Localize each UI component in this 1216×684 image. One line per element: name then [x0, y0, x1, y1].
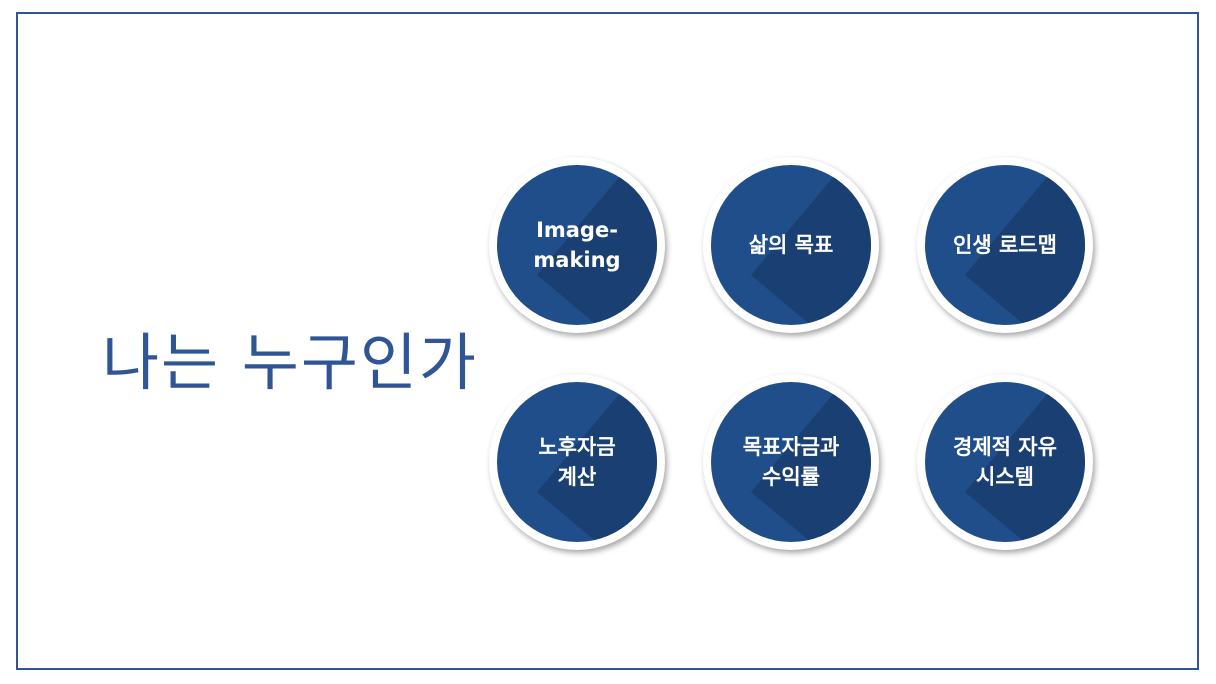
circle-label: Image- making: [533, 218, 621, 272]
circle-label: 경제적 자유 시스템: [953, 435, 1057, 489]
circle-button-target-fund[interactable]: 목표자금과 수익률: [703, 374, 879, 550]
slide-frame: [16, 12, 1199, 670]
circle-button-financial-freedom[interactable]: 경제적 자유 시스템: [917, 374, 1093, 550]
circle-button-life-goal[interactable]: 삶의 목표: [703, 157, 879, 333]
circle-label: 노후자금 계산: [538, 435, 616, 489]
circle-label: 인생 로드맵: [953, 233, 1057, 257]
circle-label: 삶의 목표: [748, 233, 834, 257]
circle-button-image-making[interactable]: Image- making: [489, 157, 665, 333]
circle-label: 목표자금과 수익률: [742, 435, 840, 489]
slide-title: 나는 누구인가: [102, 326, 478, 399]
circle-button-retirement-fund[interactable]: 노후자금 계산: [489, 374, 665, 550]
circle-button-life-roadmap[interactable]: 인생 로드맵: [917, 157, 1093, 333]
